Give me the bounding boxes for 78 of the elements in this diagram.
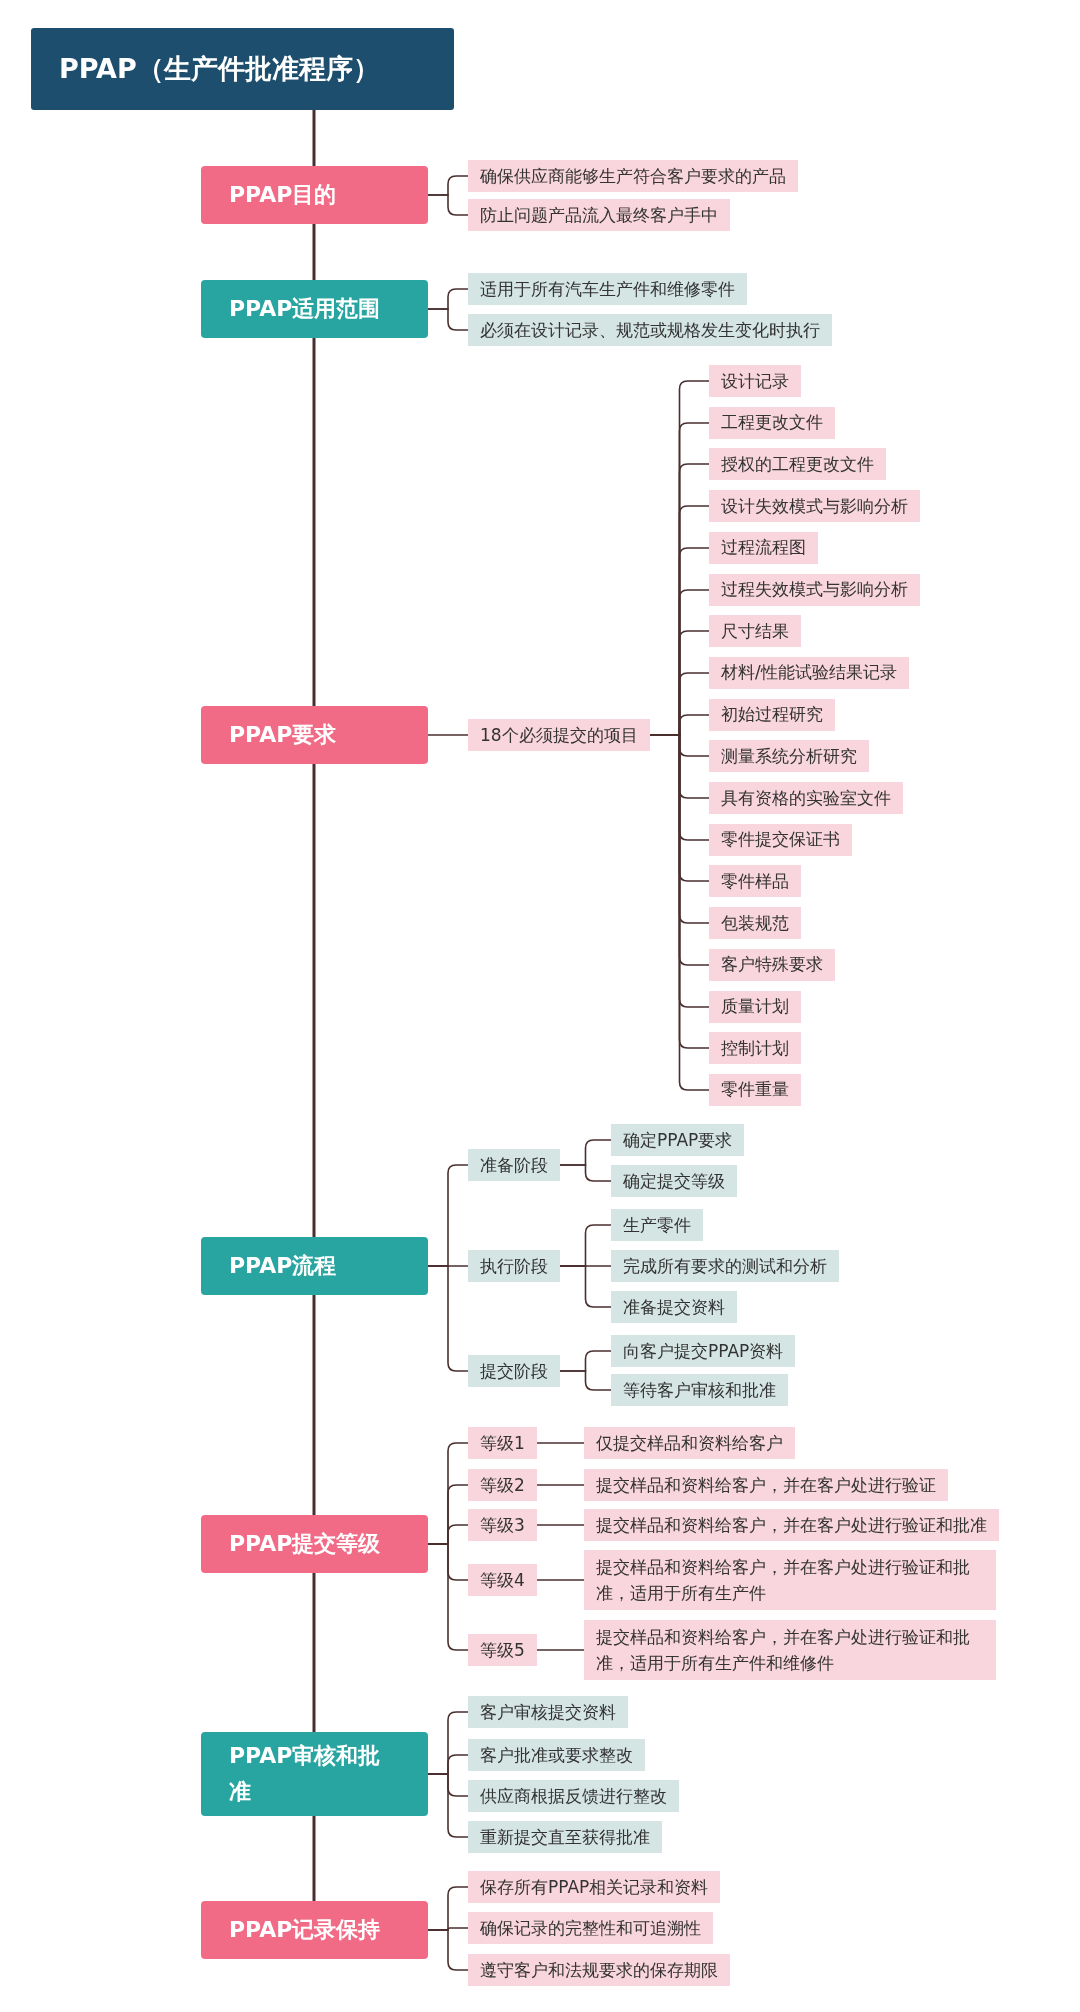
item-box: 等级5 [468, 1634, 537, 1666]
item-box: 准备阶段 [468, 1149, 560, 1181]
connector-line [312, 338, 316, 706]
item-box: 客户批准或要求整改 [468, 1739, 645, 1771]
item-box: 包装规范 [709, 907, 801, 940]
item-box: 材料/性能试验结果记录 [709, 656, 909, 689]
item-box: 工程更改文件 [709, 406, 835, 439]
topic-box: PPAP适用范围 [201, 280, 428, 338]
topic-box: PPAP要求 [201, 706, 428, 764]
item-box: 保存所有PPAP相关记录和资料 [468, 1871, 721, 1903]
item-box: 必须在设计记录、规范或规格发生变化时执行 [468, 314, 832, 346]
item-box: 设计失效模式与影响分析 [709, 490, 920, 523]
item-box: 客户特殊要求 [709, 948, 835, 981]
item-box: 仅提交样品和资料给客户 [584, 1427, 795, 1459]
item-box: 适用于所有汽车生产件和维修零件 [468, 273, 747, 305]
item-box: 尺寸结果 [709, 615, 801, 648]
topic-box: PPAP流程 [201, 1237, 428, 1295]
item-box: 过程流程图 [709, 531, 818, 564]
connector-line [559, 1164, 612, 1182]
connector-line [427, 194, 469, 216]
item-box: 确保供应商能够生产符合客户要求的产品 [468, 160, 798, 192]
item-box: 重新提交直至获得批准 [468, 1821, 662, 1853]
item-box: 初始过程研究 [709, 698, 835, 731]
item-box: 零件提交保证书 [709, 823, 852, 856]
connector-line [536, 1649, 585, 1651]
item-box: 客户审核提交资料 [468, 1696, 628, 1728]
topic-box: PPAP记录保持 [201, 1901, 428, 1959]
connector-line [312, 1295, 316, 1515]
connector-line [427, 1929, 469, 1971]
connector-line [427, 308, 469, 331]
connector-line [559, 1370, 612, 1391]
item-box: 提交阶段 [468, 1355, 560, 1387]
item-box: 向客户提交PPAP资料 [611, 1335, 796, 1367]
item-box: 等级4 [468, 1564, 537, 1596]
item-box: 控制计划 [709, 1032, 801, 1065]
item-box: 具有资格的实验室文件 [709, 782, 903, 814]
item-box: 遵守客户和法规要求的保存期限 [468, 1954, 730, 1986]
connector-line [312, 224, 316, 280]
topic-box: PPAP目的 [201, 166, 428, 224]
item-box: 提交样品和资料给客户，并在客户处进行验证和批准 [584, 1509, 999, 1541]
connector-line [536, 1442, 585, 1444]
item-box: 确定提交等级 [611, 1165, 737, 1197]
connector-line [427, 734, 469, 736]
connector-line [312, 1816, 316, 1901]
item-box: 质量计划 [709, 990, 801, 1023]
topic-box: PPAP审核和批准 [201, 1732, 428, 1816]
item-box: 防止问题产品流入最终客户手中 [468, 199, 730, 231]
title-box: PPAP（生产件批准程序） [31, 28, 454, 110]
item-box: 供应商根据反馈进行整改 [468, 1780, 679, 1812]
item-box: 18个必须提交的项目 [468, 719, 650, 751]
item-box: 等级2 [468, 1469, 537, 1501]
item-box: 生产零件 [611, 1209, 703, 1241]
item-box: 提交样品和资料给客户，并在客户处进行验证 [584, 1469, 948, 1501]
connector-line [427, 1773, 469, 1838]
connector-line [312, 1573, 316, 1732]
item-box: 设计记录 [709, 365, 801, 397]
item-box: 等级1 [468, 1427, 537, 1459]
item-box: 零件样品 [709, 865, 801, 898]
topic-box: PPAP提交等级 [201, 1515, 428, 1573]
item-box: 等待客户审核和批准 [611, 1374, 788, 1406]
item-box: 提交样品和资料给客户，并在客户处进行验证和批准，适用于所有生产件和维修件 [584, 1620, 996, 1680]
item-box: 等级3 [468, 1509, 537, 1541]
connector-line [559, 1265, 612, 1308]
item-box: 测量系统分析研究 [709, 740, 869, 773]
connector-line [312, 764, 316, 1237]
item-box: 授权的工程更改文件 [709, 448, 886, 481]
connector-line [312, 110, 316, 166]
item-box: 完成所有要求的测试和分析 [611, 1250, 839, 1282]
connector-line [536, 1484, 585, 1486]
item-box: 过程失效模式与影响分析 [709, 573, 920, 606]
item-box: 执行阶段 [468, 1250, 560, 1282]
item-box: 准备提交资料 [611, 1291, 737, 1323]
item-box: 确定PPAP要求 [611, 1124, 745, 1156]
item-box: 提交样品和资料给客户，并在客户处进行验证和批准，适用于所有生产件 [584, 1550, 996, 1610]
item-box: 零件重量 [709, 1073, 801, 1106]
connector-line [536, 1579, 585, 1581]
item-box: 确保记录的完整性和可追溯性 [468, 1912, 713, 1944]
connector-line [536, 1524, 585, 1526]
